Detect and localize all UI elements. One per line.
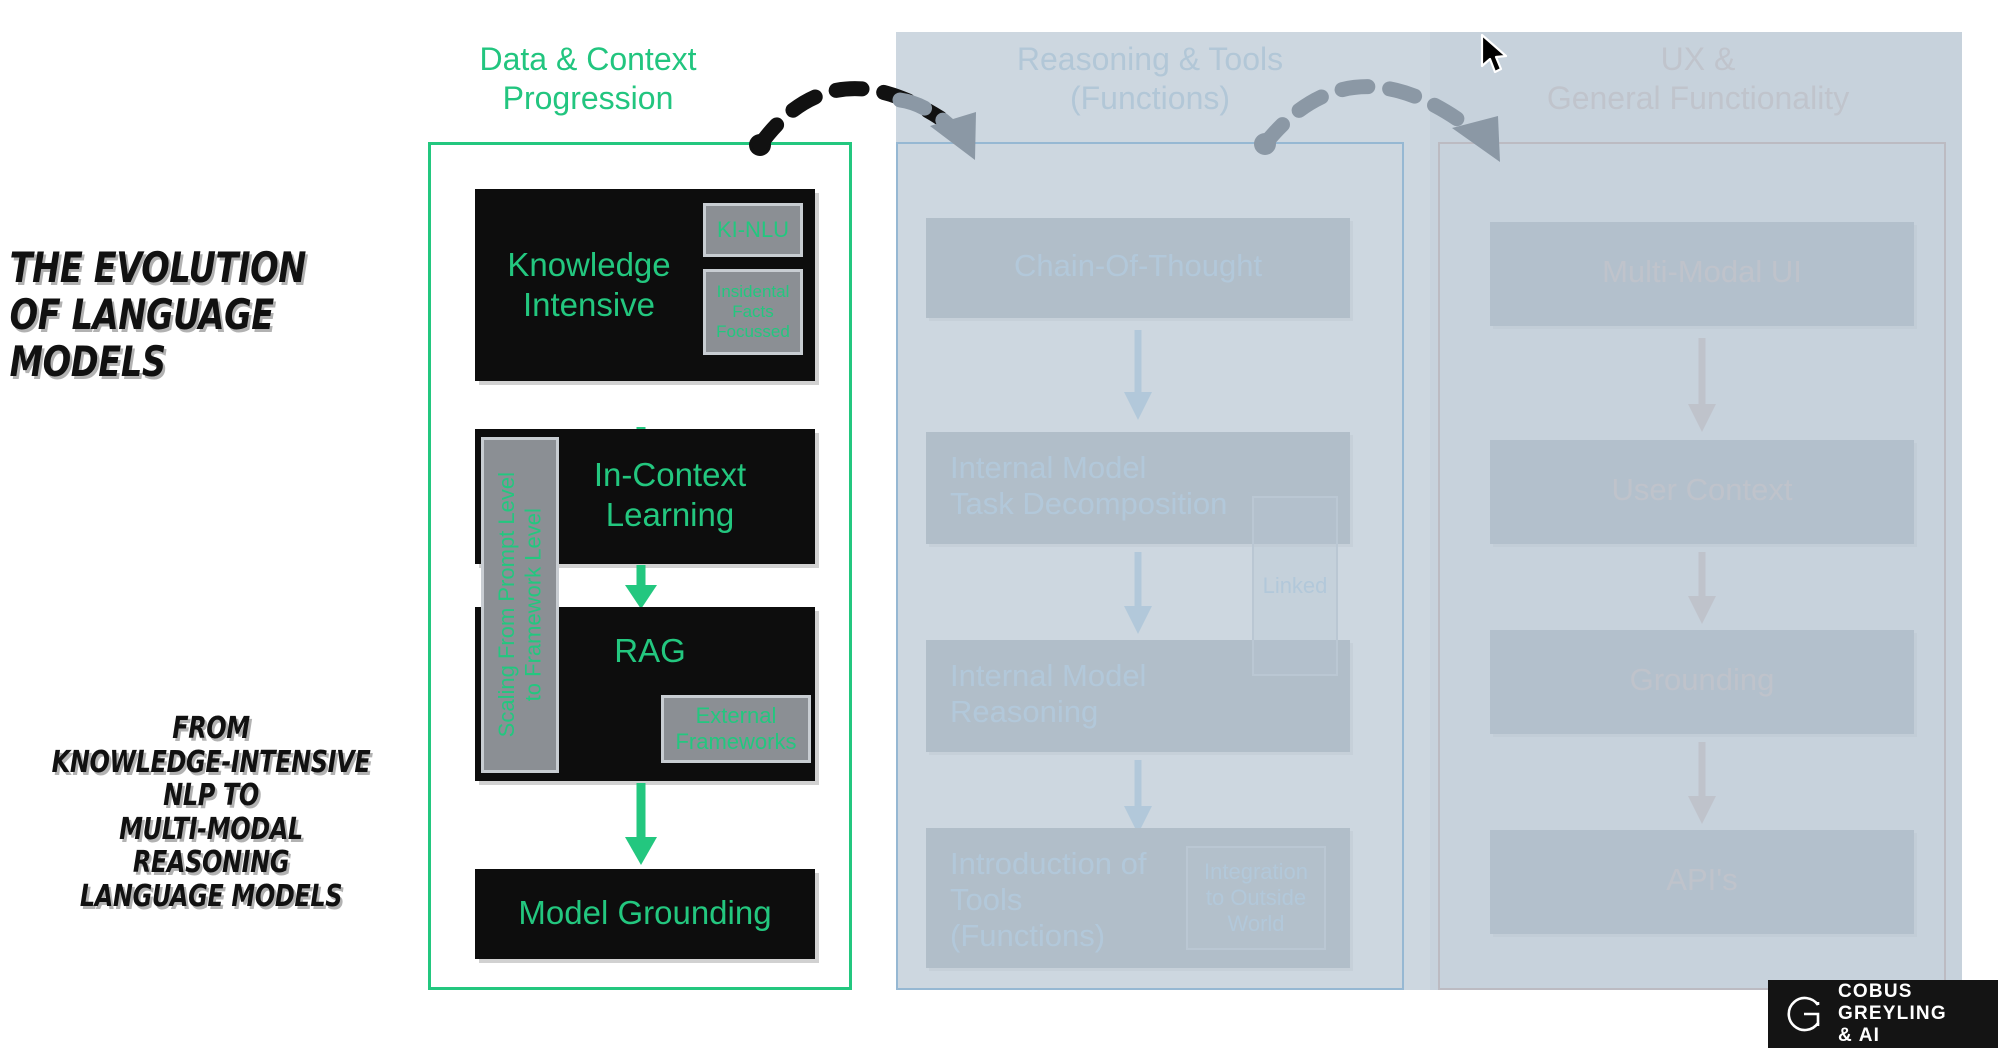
node-multi-modal-ui[interactable]: Multi-Modal UI <box>1490 222 1914 326</box>
node-label: Model Grounding <box>518 894 772 931</box>
node-grounding[interactable]: Grounding <box>1490 630 1914 734</box>
flow-arrow-down-c3-3 <box>1688 742 1716 824</box>
chip-external-frameworks: External Frameworks <box>661 695 811 763</box>
chip-scaling-from-prompt-level: Scaling From Prompt Level to Framework L… <box>481 437 559 773</box>
node-label: Chain-Of-Thought <box>1013 248 1263 283</box>
mouse-cursor-icon <box>1480 34 1508 74</box>
node-label: User Context <box>1611 472 1793 507</box>
node-label: Internal Model Task Decomposition <box>950 450 1228 521</box>
flow-arrow-down-c3-1 <box>1688 338 1716 432</box>
node-model-grounding[interactable]: Model Grounding <box>475 869 815 959</box>
column-frame-data-context: Knowledge Intensive KI-NLU Insidental Fa… <box>428 142 852 990</box>
flow-arrow-down-c3-2 <box>1688 552 1716 624</box>
chip-scaling-label: Scaling From Prompt Level to Framework L… <box>493 472 545 738</box>
chip-insidental-facts-focussed: Insidental Facts Focussed <box>703 269 803 355</box>
title-area: The Evolution Of Language Models From Kn… <box>0 0 420 1048</box>
flow-arrow-down-3 <box>625 783 657 865</box>
node-user-context[interactable]: User Context <box>1490 440 1914 544</box>
logo-text: COBUS GREYLING & AI <box>1838 981 1998 1047</box>
node-label: Internal Model Reasoning <box>950 658 1147 729</box>
flow-arrow-down-c2-3 <box>1124 760 1152 834</box>
chip-linked: Linked <box>1252 496 1338 676</box>
column-heading-ux-general: UX & General Functionality <box>1546 41 1850 117</box>
node-label: API's <box>1666 862 1738 897</box>
logo-line-2: & AI <box>1838 1024 1881 1046</box>
node-knowledge-intensive[interactable]: Knowledge Intensive KI-NLU Insidental Fa… <box>475 189 815 381</box>
node-label: RAG <box>614 632 686 669</box>
node-label: Knowledge Intensive <box>507 246 671 323</box>
column-heading-data-context: Data & Context Progression <box>479 41 697 117</box>
chip-integration-to-outside-world: Integration to Outside World <box>1186 846 1326 950</box>
logo-badge: COBUS GREYLING & AI <box>1768 980 1998 1048</box>
flow-arrow-down-c2-1 <box>1124 330 1152 420</box>
chip-ki-nlu: KI-NLU <box>703 203 803 257</box>
node-label: Multi-Modal UI <box>1602 254 1802 289</box>
flow-arrow-down-2 <box>625 565 657 609</box>
page-subtitle: From Knowledge-Intensive NLP To Multi-Mo… <box>51 711 371 914</box>
node-chain-of-thought[interactable]: Chain-Of-Thought <box>926 218 1350 318</box>
logo-line-1: COBUS GREYLING <box>1838 981 1947 1025</box>
page-title: The Evolution Of Language Models <box>9 243 307 387</box>
node-label: Grounding <box>1629 662 1775 697</box>
column-heading-reasoning-tools: Reasoning & Tools (Functions) <box>1016 41 1284 117</box>
node-label: Introduction of Tools (Functions) <box>950 846 1147 953</box>
g-monogram-icon <box>1787 996 1820 1032</box>
node-apis[interactable]: API's <box>1490 830 1914 934</box>
flow-arrow-down-c2-2 <box>1124 552 1152 634</box>
node-label: In-Context Learning <box>593 456 747 533</box>
